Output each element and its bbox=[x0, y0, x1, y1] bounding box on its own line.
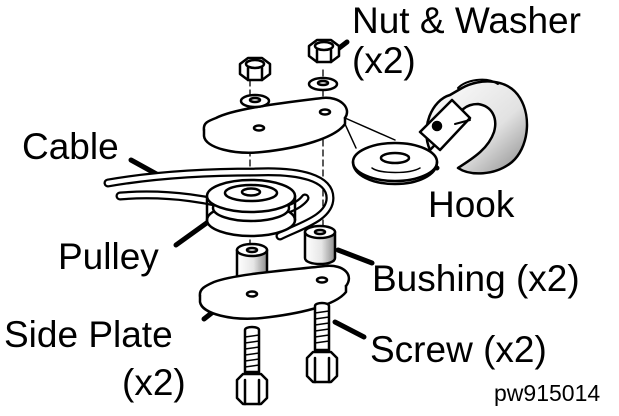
label-pulley: Pulley bbox=[58, 236, 159, 277]
nut-right bbox=[307, 38, 341, 64]
top-side-plate bbox=[202, 96, 349, 154]
screw-right bbox=[305, 301, 339, 384]
label-side-plate-qty: (x2) bbox=[122, 362, 186, 403]
nut-left bbox=[238, 56, 272, 82]
part-number-label: pw915014 bbox=[494, 380, 601, 406]
screw-left bbox=[235, 325, 269, 406]
label-nut-washer-qty: (x2) bbox=[352, 40, 416, 81]
label-cable: Cable bbox=[22, 126, 119, 167]
label-hook: Hook bbox=[428, 184, 515, 225]
hook bbox=[418, 78, 529, 175]
label-screw: Screw (x2) bbox=[370, 329, 547, 370]
label-nut-washer: Nut & Washer bbox=[352, 0, 581, 41]
bottom-side-plate bbox=[198, 264, 351, 320]
label-bushing: Bushing (x2) bbox=[372, 258, 580, 299]
washer-right bbox=[307, 76, 339, 92]
bushing-right bbox=[303, 224, 337, 266]
label-side-plate: Side Plate bbox=[4, 314, 173, 355]
pulley bbox=[205, 178, 297, 238]
washer-left bbox=[239, 93, 271, 109]
hook-eye bbox=[351, 141, 439, 186]
hook-link bbox=[344, 117, 396, 149]
